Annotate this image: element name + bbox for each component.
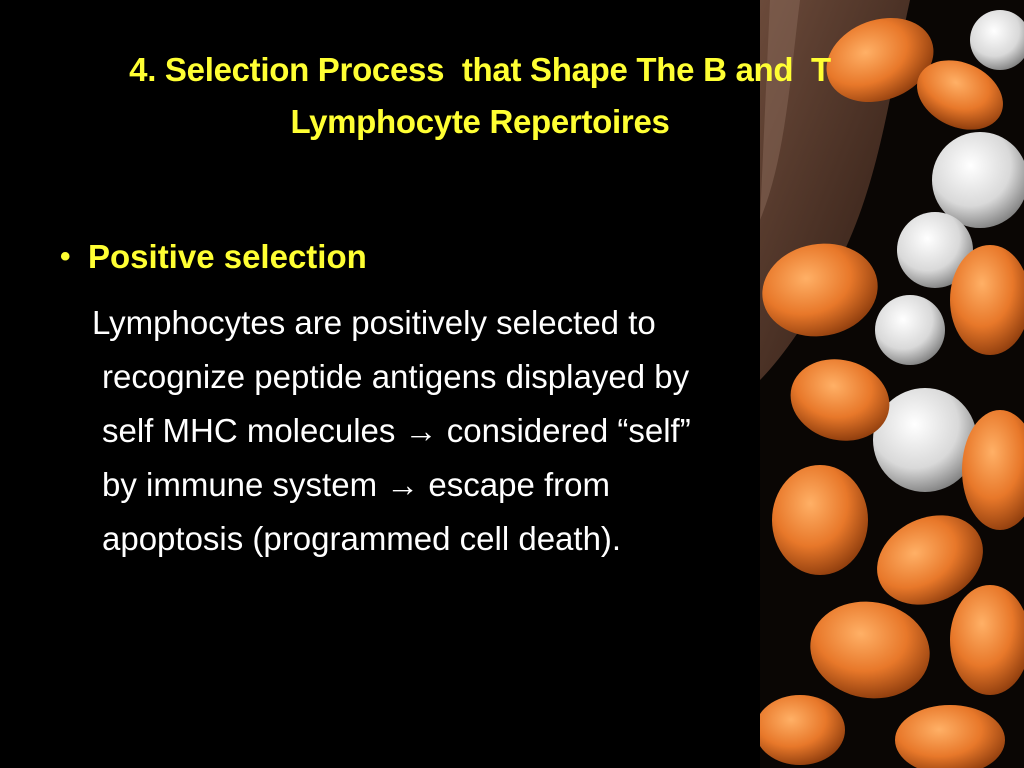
bullet-marker: • <box>60 240 71 273</box>
body-line-3-end: considered “self” <box>437 412 691 449</box>
body-line-5: apoptosis (programmed cell death). <box>102 520 622 557</box>
body-line-4-start: by immune system <box>102 466 387 503</box>
arrow-right-icon: → <box>404 412 438 449</box>
title-line-2: Lymphocyte Repertoires <box>290 103 670 140</box>
body-line-3: self MHC molecules → considered “self” <box>92 404 862 458</box>
body-line-3-start: self MHC molecules <box>102 412 405 449</box>
body-line-4: by immune system → escape from <box>92 458 862 512</box>
body-paragraph: Lymphocytes are positively selected to r… <box>92 296 862 566</box>
bullet-heading-row: • Positive selection <box>60 232 367 282</box>
arrow-right-icon: → <box>386 466 420 503</box>
body-line-2: recognize peptide antigens displayed by <box>102 358 690 395</box>
blood-cells-micrograph-icon <box>760 0 1024 768</box>
body-line-1: Lymphocytes are positively selected to <box>92 304 656 341</box>
bullet-heading: Positive selection <box>88 238 367 275</box>
body-line-4-end: escape from <box>419 466 610 503</box>
title-line-1: 4. Selection Process that Shape The B an… <box>129 51 831 88</box>
slide-title: 4. Selection Process that Shape The B an… <box>40 44 920 148</box>
